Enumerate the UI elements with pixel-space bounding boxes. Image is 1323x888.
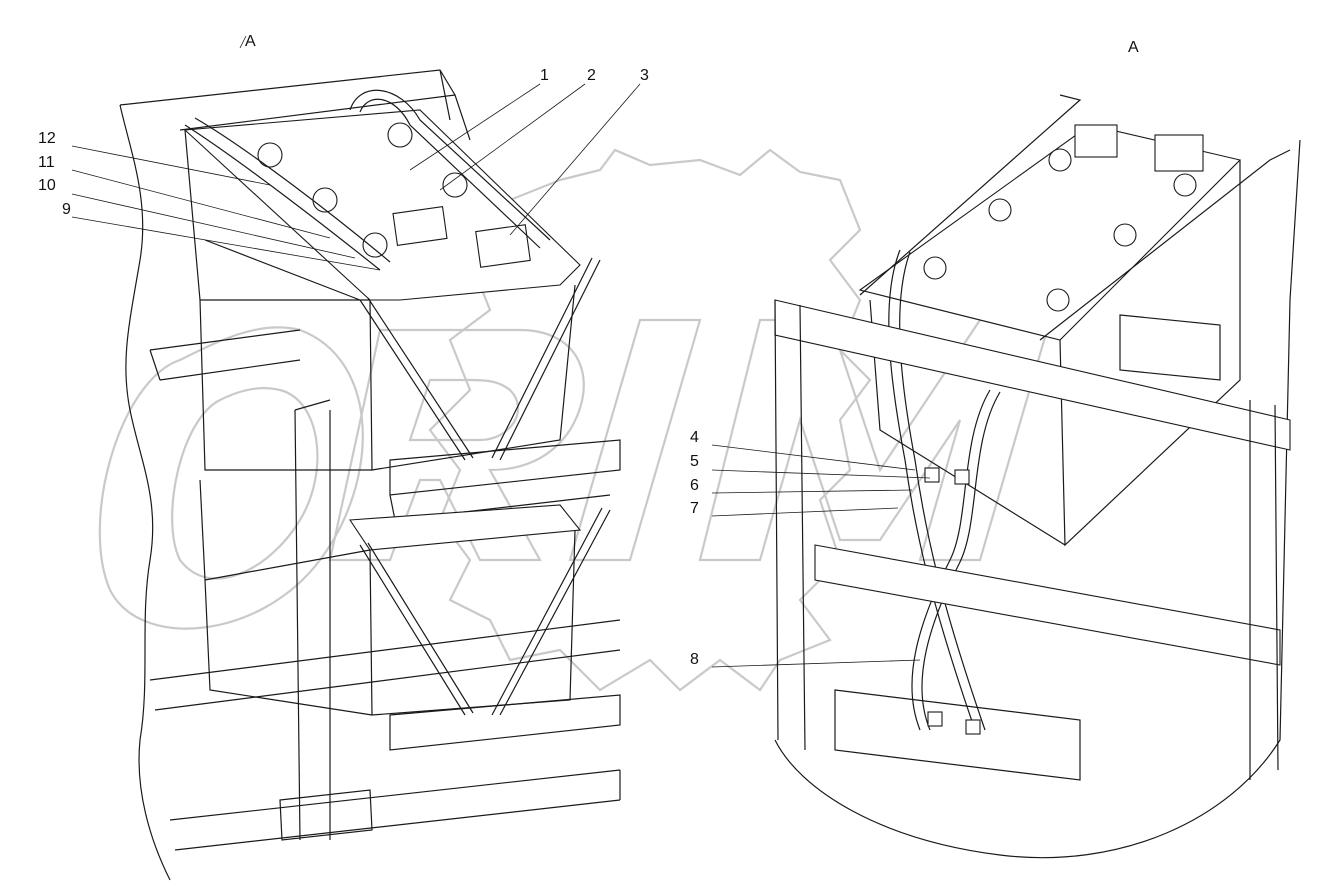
hold-down-rod-lower [359, 507, 611, 716]
view-label-left: A [245, 33, 256, 50]
lower-tray [389, 694, 621, 751]
callout-7: 7 [690, 500, 699, 517]
leader-9 [71, 216, 381, 271]
clamp-icon [965, 719, 981, 735]
callout-5: 5 [690, 453, 699, 470]
clamp-icon [954, 469, 970, 485]
callout-1: 1 [540, 67, 549, 84]
leader-4 [711, 444, 916, 471]
right-frame-posts [774, 299, 1279, 780]
callout-2: 2 [587, 67, 596, 84]
watermark-gear [428, 148, 872, 692]
watermark-letter-i [568, 318, 702, 562]
leader-8 [711, 659, 921, 668]
cell-cap-icon [923, 256, 947, 280]
watermark-letter-o [98, 326, 364, 630]
lower-battery-top [349, 504, 582, 551]
cell-cap-icon [988, 198, 1012, 222]
hold-down-rod [359, 257, 601, 461]
leader-1 [409, 83, 541, 171]
cell-cap-icon [442, 172, 468, 198]
upper-battery-top [183, 109, 581, 301]
right-frame-mid-beam [814, 544, 1281, 666]
cable-upper [184, 89, 551, 271]
left-view [119, 69, 621, 881]
left-frame-rail-top [119, 69, 471, 141]
leader-12 [71, 145, 271, 186]
callout-numbers: 1 2 3 4 5 6 7 8 9 10 11 12 [38, 67, 699, 668]
leader-6 [711, 489, 913, 494]
callout-10: 10 [38, 177, 56, 194]
upper-battery-side [184, 129, 372, 471]
upper-battery [183, 89, 621, 521]
leader-7 [711, 507, 899, 517]
leader-lines [71, 83, 931, 668]
cell-cap-icon [312, 187, 338, 213]
upper-battery-front [369, 284, 576, 471]
callout-12: 12 [38, 130, 56, 147]
left-frame-rail-mid [149, 329, 301, 381]
clamp-icon [927, 711, 943, 727]
watermark-logo [98, 148, 1052, 692]
terminal-cover-icon [1154, 134, 1204, 172]
watermark-letter-r [328, 328, 585, 562]
frame-post [279, 399, 373, 841]
cable-right [859, 94, 1291, 731]
cell-cap-icon [257, 142, 283, 168]
right-lower-tray [834, 689, 1081, 781]
callout-8: 8 [690, 651, 699, 668]
clamp-icon [924, 467, 940, 483]
lower-battery-front [369, 529, 576, 716]
right-cutaway-boundary [774, 139, 1301, 859]
left-frame-bottom [149, 619, 621, 851]
leader-5 [711, 469, 931, 479]
cell-cap-icon [1113, 223, 1137, 247]
left-cutaway-boundary [119, 104, 171, 881]
right-view [774, 94, 1301, 859]
leader-10 [71, 193, 356, 259]
lower-battery-side [199, 479, 373, 716]
upper-battery-edge [200, 239, 370, 301]
leader-2 [439, 83, 586, 191]
cell-cap-icon [387, 122, 413, 148]
terminal-cover-icon [392, 206, 448, 246]
callout-9: 9 [62, 201, 71, 218]
callout-3: 3 [640, 67, 649, 84]
view-label-right: A [1128, 39, 1139, 56]
watermark-letter-m [698, 318, 1052, 562]
terminal-cover-icon [475, 224, 531, 268]
cell-cap-icon [1046, 288, 1070, 312]
lower-battery [199, 399, 621, 841]
callout-11: 11 [38, 154, 55, 171]
view-arrow-icon [239, 35, 247, 49]
terminal-cover-icon [1074, 124, 1118, 158]
cell-cap-icon [1173, 173, 1197, 197]
cell-cap-icon [362, 232, 388, 258]
cell-cap-icon [1048, 148, 1072, 172]
leader-11 [71, 169, 331, 239]
callout-6: 6 [690, 477, 699, 494]
leader-3 [509, 83, 641, 236]
callout-4: 4 [690, 429, 699, 446]
